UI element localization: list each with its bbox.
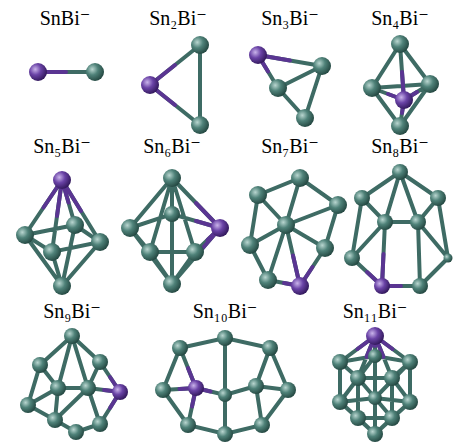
cluster-label: Sn₆Bi⁻ (143, 134, 201, 158)
cluster-label: Sn₂Bi⁻ (149, 6, 207, 30)
cluster-label: Sn₉Bi⁻ (43, 299, 101, 323)
cluster-label: Sn₁₁Bi⁻ (343, 299, 408, 323)
cluster-label: Sn₈Bi⁻ (371, 134, 429, 158)
cluster-label: Sn₅Bi⁻ (33, 134, 91, 158)
cluster-label: Sn₃Bi⁻ (261, 6, 319, 30)
cluster-label: Sn₄Bi⁻ (371, 6, 429, 30)
cluster-label: SnBi⁻ (40, 6, 91, 30)
cluster-label: Sn₁₀Bi⁻ (193, 299, 258, 323)
cluster-label: Sn₇Bi⁻ (261, 134, 319, 158)
